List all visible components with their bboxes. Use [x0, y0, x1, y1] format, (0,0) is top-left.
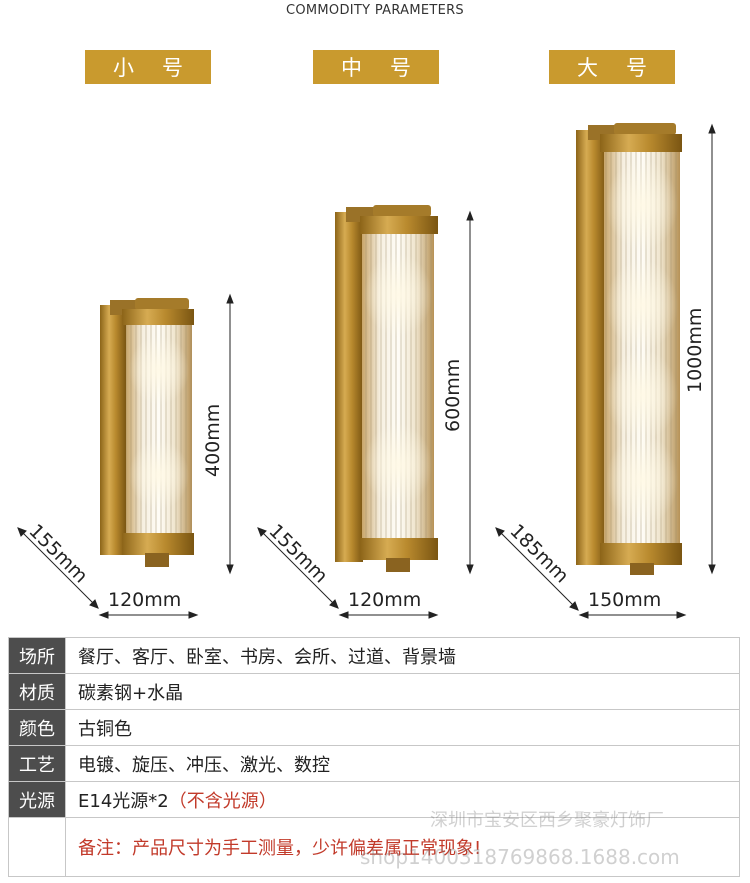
- spec-key: 光源: [8, 781, 66, 818]
- light-source-value: E14光源*2: [78, 790, 169, 812]
- spec-value: E14光源*2（不含光源）: [65, 781, 740, 818]
- spec-key: 场所: [8, 637, 66, 674]
- spec-key: 颜色: [8, 709, 66, 746]
- spec-table: 场所 餐厅、客厅、卧室、书房、会所、过道、背景墙 材质 碳素钢+水晶 颜色 古铜…: [8, 637, 740, 877]
- spec-row: 场所 餐厅、客厅、卧室、书房、会所、过道、背景墙: [8, 637, 740, 674]
- dims-large: [495, 123, 716, 619]
- note-row: 备注：产品尺寸为手工测量，少许偏差属正常现象!: [8, 817, 740, 877]
- light-source-excluded-note: （不含光源）: [168, 790, 277, 812]
- lamp-large: [576, 123, 682, 575]
- note-text: 备注：产品尺寸为手工测量，少许偏差属正常现象!: [65, 817, 740, 877]
- lamp-illustrations: [17, 123, 716, 619]
- dims-medium: [257, 210, 474, 619]
- spec-key: 工艺: [8, 745, 66, 782]
- spec-value: 古铜色: [65, 709, 740, 746]
- size-badge-large: 大号: [549, 50, 675, 84]
- spec-value: 碳素钢+水晶: [65, 673, 740, 710]
- spec-row: 材质 碳素钢+水晶: [8, 673, 740, 710]
- size-badge-medium: 中号: [313, 50, 439, 84]
- lamp-medium: [335, 205, 438, 572]
- note-key-blank: [8, 817, 66, 877]
- height-label-large: 1000mm: [684, 307, 706, 393]
- width-label-medium: 120mm: [348, 589, 422, 611]
- size-badge-small: 小号: [85, 50, 211, 84]
- spec-row: 工艺 电镀、旋压、冲压、激光、数控: [8, 745, 740, 782]
- spec-row: 光源 E14光源*2（不含光源）: [8, 781, 740, 818]
- page-title: COMMODITY PARAMETERS: [285, 3, 464, 18]
- spec-value: 餐厅、客厅、卧室、书房、会所、过道、背景墙: [65, 637, 740, 674]
- product-illustration-area: 400mm 155mm 120mm 600mm 155mm 120mm 1000…: [0, 95, 750, 630]
- width-label-large: 150mm: [588, 589, 662, 611]
- spec-value: 电镀、旋压、冲压、激光、数控: [65, 745, 740, 782]
- height-label-small: 400mm: [202, 403, 224, 477]
- spec-key: 材质: [8, 673, 66, 710]
- dims-small: [17, 293, 234, 619]
- spec-row: 颜色 古铜色: [8, 709, 740, 746]
- width-label-small: 120mm: [108, 589, 182, 611]
- lamp-small: [100, 298, 194, 567]
- height-label-medium: 600mm: [442, 358, 464, 432]
